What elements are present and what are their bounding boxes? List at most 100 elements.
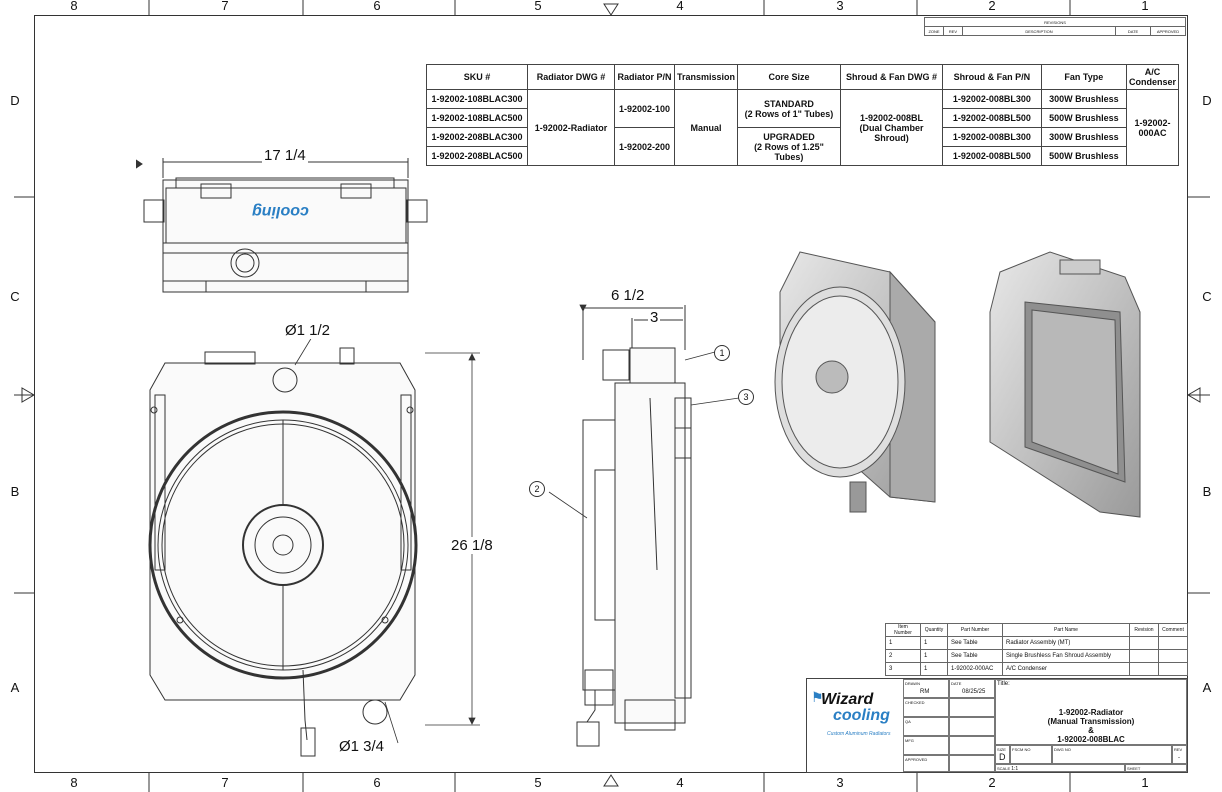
checked-label: CHECKED <box>903 698 949 717</box>
bom-row: 3 1 1-92002-000AC A/C Condenser <box>885 662 1188 676</box>
drawn-label: DRAWN <box>905 681 920 686</box>
zone-row: B <box>10 484 20 499</box>
shroud-pn-cell: 1-92002-008BL300 <box>942 89 1042 109</box>
zone-col: 4 <box>676 775 684 790</box>
zone-row: C <box>10 289 20 304</box>
sheet-label: SHEET <box>1125 764 1187 772</box>
radiator-dwg-cell: 1-92002-Radiator <box>527 89 615 166</box>
bom-qty: 1 <box>920 636 948 650</box>
dim-height: 26 1/8 <box>449 537 495 554</box>
title-line: 1-92002-Radiator <box>1058 708 1124 717</box>
title-cell: Title: 1-92002-Radiator (Manual Transmis… <box>995 679 1187 745</box>
top-view-logo: cooling <box>252 203 309 220</box>
bom-header: Revision <box>1129 623 1159 637</box>
bom-qty: 1 <box>920 649 948 663</box>
sku-header: Core Size <box>737 64 841 90</box>
sku-cell: 1-92002-108BLAC300 <box>425 89 529 109</box>
fscm-label: FSCM NO <box>1010 745 1052 764</box>
sku-header: Radiator P/N <box>613 64 676 90</box>
shroud-dwg-cell: 1-92002-008BL(Dual Chamber Shroud) <box>839 89 944 166</box>
fan-type-cell: 500W Brushless <box>1040 146 1127 166</box>
sku-header: Shroud & Fan DWG # <box>839 64 944 90</box>
sku-header: SKU # <box>425 64 529 90</box>
bom-name: Radiator Assembly (MT) <box>1002 636 1130 650</box>
bom-name: A/C Condenser <box>1002 662 1130 676</box>
core-size-line: (2 Rows of 1.25" Tubes) <box>754 141 824 162</box>
size-label: SIZE <box>997 747 1006 752</box>
bom-header: Quantity <box>920 623 948 637</box>
bom-header: Item Number <box>885 623 921 637</box>
zone-col: 2 <box>988 775 996 790</box>
flag-icon: ⚑ <box>811 689 824 705</box>
sku-cell: 1-92002-108BLAC500 <box>425 108 529 128</box>
bom-item: 3 <box>885 662 921 676</box>
transmission-cell: Manual <box>674 89 739 166</box>
bom-pn: 1-92002-000AC <box>947 662 1003 676</box>
shroud-pn-cell: 1-92002-008BL500 <box>942 146 1042 166</box>
rev-header: DATE <box>1115 26 1151 36</box>
sku-header: A/C Condenser <box>1125 64 1180 90</box>
zone-col: 3 <box>836 775 844 790</box>
drawn-date: 08/25/25 <box>962 689 986 695</box>
zone-col: 6 <box>373 0 381 13</box>
top-view-drawing <box>136 158 428 293</box>
dim-side-depth: 6 1/2 <box>609 287 647 304</box>
core-size-cell: UPGRADED(2 Rows of 1.25" Tubes) <box>737 127 841 166</box>
bom-header: Comment <box>1158 623 1188 637</box>
shroud-dwg-line: 1-92002-008BL <box>859 112 924 123</box>
sheet-size: D <box>999 752 1006 762</box>
wizard-logo: Wizard cooling ⚑ Custom Aluminum Radiato… <box>811 687 903 747</box>
sku-header: Radiator DWG # <box>527 64 615 90</box>
fan-type-cell: 300W Brushless <box>1040 127 1127 147</box>
drawing-title: 1-92002-Radiator (Manual Transmission) &… <box>1036 708 1146 744</box>
side-view-drawing <box>548 304 740 747</box>
sku-header: Transmission <box>674 64 739 90</box>
revisions-title: REVISIONS <box>924 17 1186 27</box>
shroud-pn-cell: 1-92002-008BL300 <box>942 127 1042 147</box>
dwg-label: DWG NO <box>1052 745 1172 764</box>
bom-qty: 1 <box>920 662 948 676</box>
core-size-line: UPGRADED <box>763 131 815 142</box>
title-label: Title: <box>997 681 1010 687</box>
ac-condenser-cell: 1-92002-000AC <box>1125 89 1180 166</box>
approved-label: APPROVED <box>903 755 949 772</box>
dim-side-core: 3 <box>648 309 661 326</box>
rev-label: REV <box>1174 747 1183 752</box>
zone-row: D <box>1202 93 1212 108</box>
scale-value: 1:1 <box>1011 766 1019 772</box>
zone-col: 7 <box>221 775 229 790</box>
rev-header: DESCRIPTION <box>962 26 1116 36</box>
sku-header: Fan Type <box>1040 64 1127 90</box>
bom-header: Part Name <box>1002 623 1130 637</box>
zone-col: 1 <box>1141 0 1149 13</box>
bom-item: 2 <box>885 649 921 663</box>
zone-col: 7 <box>221 0 229 13</box>
shroud-dwg-line: (Dual Chamber Shroud) <box>859 122 924 143</box>
zone-row: D <box>10 93 20 108</box>
bom-name: Single Brushless Fan Shroud Assembly <box>1002 649 1130 663</box>
rev-header: REV <box>943 26 963 36</box>
title-line: & <box>1088 726 1094 735</box>
dim-outlet: Ø1 3/4 <box>337 738 387 755</box>
title-line: 1-92002-008BLAC <box>1057 735 1125 744</box>
zone-col: 1 <box>1141 775 1149 790</box>
qa-label: QA <box>903 717 949 736</box>
front-view-drawing <box>148 331 480 757</box>
logo-word-1: Wizard <box>821 691 874 708</box>
zone-row: C <box>1202 289 1212 304</box>
zone-col: 3 <box>836 0 844 13</box>
revisions-table: REVISIONS ZONE REV DESCRIPTION DATE APPR… <box>924 17 1186 36</box>
title-block: Wizard cooling ⚑ Custom Aluminum Radiato… <box>806 678 1188 773</box>
bom-item: 1 <box>885 636 921 650</box>
zone-row: A <box>1202 680 1212 695</box>
balloon-3: 3 <box>738 389 754 405</box>
zone-col: 8 <box>70 0 78 13</box>
dim-top-width: 17 1/4 <box>262 147 308 164</box>
isometric-views <box>774 251 1141 518</box>
sku-table: SKU # Radiator DWG # Radiator P/N Transm… <box>425 64 1180 166</box>
bom-pn: See Table <box>947 649 1003 663</box>
zone-col: 4 <box>676 0 684 13</box>
rev-value: - <box>1178 755 1180 761</box>
sku-cell: 1-92002-208BLAC300 <box>425 127 529 147</box>
